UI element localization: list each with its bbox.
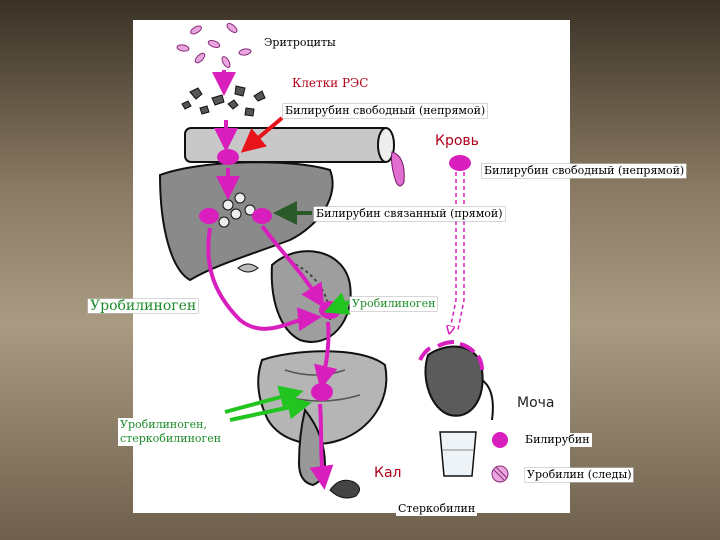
label-stercobilin: Стеркобилин [396, 502, 477, 516]
label-urobilinogen-small: Уробилиноген [350, 297, 437, 311]
label-urine: Моча [515, 396, 557, 410]
stomach [272, 251, 351, 342]
res-cells [182, 86, 265, 116]
label-bilirubin-bound: Билирубин связанный (прямой) [314, 207, 505, 221]
label-feces: Кал [372, 466, 403, 480]
blood-to-urine-path [450, 172, 464, 330]
label-bilirubin: Билирубин [523, 433, 592, 447]
label-res-cells: Клетки РЭС [290, 76, 370, 90]
label-blood: Кровь [433, 134, 481, 148]
label-bilirubin-free-2: Билирубин свободный (непрямой) [482, 164, 686, 178]
urine-glass [440, 432, 476, 476]
label-urobilinogen-large: Уробилиноген [88, 299, 198, 313]
feces-shape [330, 480, 360, 498]
kidney [425, 347, 492, 420]
label-erythrocytes: Эритроциты [262, 36, 338, 50]
legend-bilirubin-swatch [492, 432, 508, 448]
label-urobilinogen-sterco-2: стеркобилиноген [118, 432, 223, 446]
erythrocyte-cells [177, 22, 252, 69]
legend-urobilin-swatch [492, 466, 508, 482]
label-urobilin-traces: Уробилин (следы) [525, 468, 633, 482]
legend-swatches [492, 432, 508, 482]
label-bilirubin-free-1: Билирубин свободный (непрямой) [283, 104, 487, 118]
label-urobilinogen-sterco-1: Уробилиноген, [118, 418, 209, 432]
